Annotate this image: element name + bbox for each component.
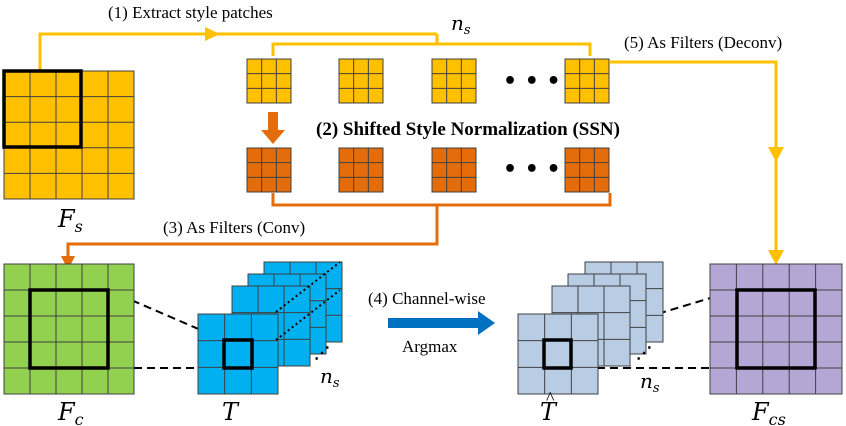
style-patch-2 [338,58,384,104]
argmax-arrow [388,311,495,335]
step4-label-line2: Argmax [402,337,458,356]
fc-feature-map [3,263,135,395]
t-stack-layer-1 [197,313,279,395]
that-cell-highlight [542,338,573,370]
connectors [38,27,784,369]
t-label: T [222,398,240,426]
ssn-arrow [261,112,285,144]
step3-label: (3) As Filters (Conv) [163,218,305,237]
fcs-feature-map [709,263,843,395]
fcs-patch-highlight [735,288,817,370]
step4-label-line1: (4) Channel-wise [368,289,486,308]
step5-label: (5) As Filters (Deconv) [624,33,782,52]
top-ellipsis: • • • [503,69,561,94]
fs-label: Fs [57,205,83,236]
norm-patch-2 [338,147,384,193]
that-accent: ^ [546,388,555,408]
norm-patch-1 [246,147,292,193]
norm-patch-3 [431,147,477,193]
grids [3,58,843,395]
style-patch-3 [431,58,477,104]
t-stack-dotted [275,261,341,341]
t-stack-ns-label: ns [320,364,340,391]
deconv-arrowhead-bottom [768,250,784,265]
highlights [2,69,817,370]
extract-arrow [38,32,240,72]
conv-arrowhead [61,256,75,270]
fs-patch-highlight [2,69,83,149]
that-stack-ns-label: ns [640,369,660,396]
norm-patch-n [564,147,610,193]
step1-label: (1) Extract style patches [108,3,273,22]
extract-arrowhead [205,27,220,41]
bottom-ellipsis: • • • [503,157,561,182]
fcs-label: Fcs [751,398,786,426]
fc-label: Fc [57,398,84,426]
style-patch-1 [246,58,292,104]
deconv-arrow [610,60,778,150]
top-ns-label: ns [451,11,471,38]
t-cell-highlight [222,338,254,370]
labels: (1) Extract style patches (2) Shifted St… [57,3,786,426]
conv-arrow [66,205,439,258]
that-stack-dots: ⋰ [636,345,652,362]
t-stack-dots: ⋰ [314,345,330,362]
fc-patch-highlight [28,288,110,370]
step2-label: (2) Shifted Style Normalization (SSN) [316,119,620,140]
bottom-brace [271,193,612,207]
that-label: T [540,398,558,426]
deconv-arrowhead [768,147,784,162]
that-stack-layer-1 [517,313,599,395]
fs-feature-map [3,70,135,200]
top-brace [271,42,592,56]
style-patch-n [564,58,610,104]
